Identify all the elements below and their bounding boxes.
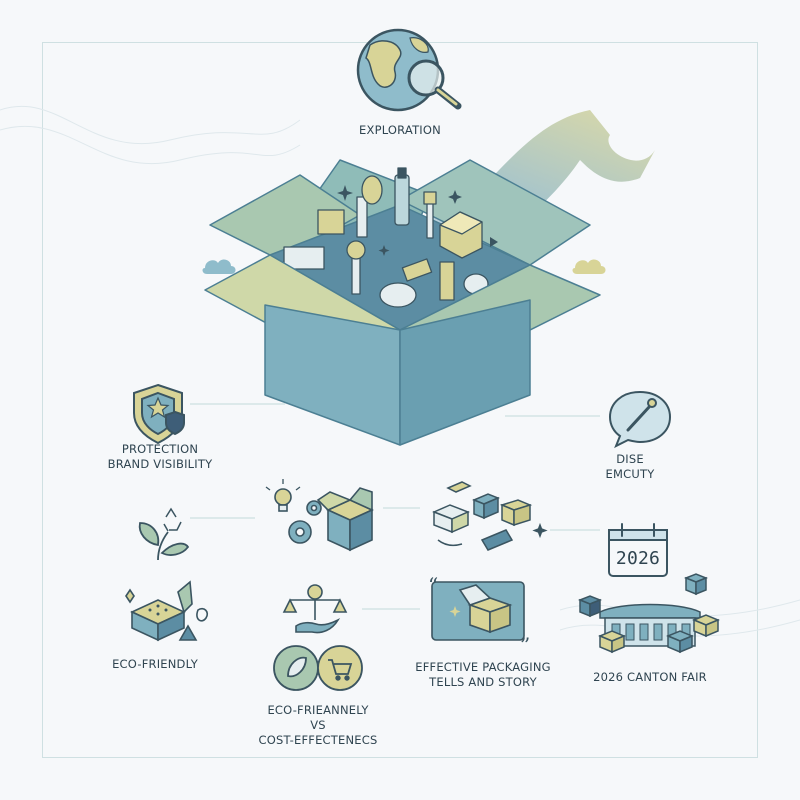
label-dise-emcuty: DISE EMCUTY bbox=[590, 452, 670, 482]
storytelling-box-icon bbox=[431, 581, 525, 641]
label-eco-vs-line1: ECO-FRIEANNELY bbox=[267, 703, 369, 717]
connector-lines bbox=[190, 403, 600, 610]
label-protection-brand: PROTECTION BRAND VISIBILITY bbox=[90, 442, 230, 472]
label-eco-vs-cost: ECO-FRIEANNELY VS COST-EFFECTENECS bbox=[248, 703, 388, 748]
balance-scale-bulb-icon bbox=[282, 584, 348, 634]
label-eco-friendly: ECO-FRIENDLY bbox=[112, 657, 198, 671]
label-canton-fair: 2026 CANTON FAIR bbox=[593, 670, 707, 684]
open-box-illustration bbox=[204, 159, 601, 446]
cosmetics-products bbox=[283, 167, 489, 308]
leaf-vs-cart-icon bbox=[273, 645, 363, 691]
stacked-boxes-icon bbox=[432, 481, 548, 551]
speech-bubble-brush-icon bbox=[608, 390, 672, 449]
quote-close-icon: ” bbox=[520, 633, 530, 657]
lightbulb-gears-box-icon bbox=[265, 479, 374, 552]
exhibition-hall-icon bbox=[577, 573, 720, 654]
calendar-year: 2026 bbox=[615, 548, 661, 569]
cloud-icon bbox=[572, 259, 606, 274]
label-packaging-line2: TELLS AND STORY bbox=[429, 675, 537, 689]
label-packaging-line1: EFFECTIVE PACKAGING bbox=[415, 660, 551, 674]
label-protection: PROTECTION bbox=[121, 442, 199, 456]
sparkle-decorations bbox=[337, 185, 498, 256]
calendar-icon bbox=[608, 523, 668, 577]
label-exploration: EXPLORATION bbox=[359, 123, 441, 137]
label-brand-visibility: BRAND VISIBILITY bbox=[107, 457, 213, 471]
label-dise: DISE bbox=[616, 452, 644, 466]
quote-open-icon: “ bbox=[428, 573, 438, 597]
leaf-recycle-icon bbox=[138, 507, 190, 561]
label-emcuty: EMCUTY bbox=[605, 467, 655, 481]
label-eco-vs-line3: COST-EFFECTENECS bbox=[258, 733, 378, 747]
shield-star-icon bbox=[133, 383, 185, 445]
eco-box-icon bbox=[125, 580, 209, 642]
globe-magnifier-icon bbox=[356, 28, 462, 112]
label-effective-packaging: EFFECTIVE PACKAGING TELLS AND STORY bbox=[408, 660, 558, 690]
label-eco-vs-line2: VS bbox=[310, 718, 326, 732]
cloud-icon bbox=[202, 259, 236, 274]
